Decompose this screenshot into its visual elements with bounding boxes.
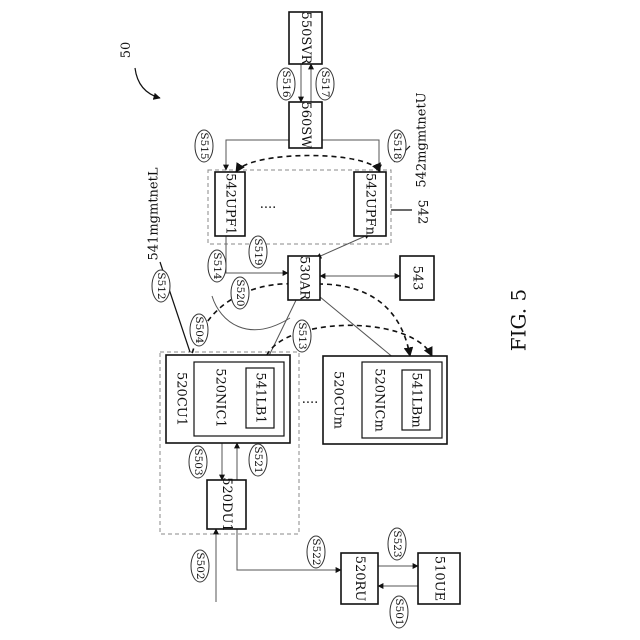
sig-s504-label: S504 (193, 316, 205, 344)
cum-label: 520CUm (331, 371, 346, 429)
sig-s518-label: S518 (391, 132, 403, 159)
sig-s502: S502 (191, 550, 209, 582)
figure-ref-label: 50 (119, 42, 134, 59)
sig-s516-label: S516 (280, 70, 292, 98)
cu-ellipsis: .... (302, 392, 319, 407)
figure-ref-arrow (135, 68, 160, 98)
sig-s519-label: S519 (252, 238, 264, 265)
figure-caption: FIG. 5 (507, 289, 531, 351)
sig-s502-label: S502 (194, 552, 206, 579)
ue-label: 510UE (432, 556, 447, 601)
sig-s521-label: S521 (252, 446, 264, 473)
sig-s512: S512 (152, 270, 170, 302)
sig-s503-label: S503 (192, 448, 204, 475)
sig-s515-label: S515 (198, 132, 210, 159)
sig-s522-label: S522 (310, 538, 322, 565)
sig-s503: S503 (189, 446, 207, 478)
sig-s513: S513 (293, 320, 311, 352)
upf1-label: 542UPF1 (223, 173, 238, 235)
sig-s523-label: S523 (391, 530, 403, 557)
sig-s520: S520 (231, 277, 249, 309)
upf-ellipsis: .... (260, 197, 277, 212)
sig-s514-label: S514 (211, 252, 223, 280)
nicm-label: 520NICm (372, 368, 387, 432)
sig-s522: S522 (307, 536, 325, 568)
sig-s504: S504 (190, 314, 208, 346)
sig-s501: S501 (390, 596, 408, 628)
sig-s516: S516 (277, 68, 295, 100)
ar-label: 530AR (297, 256, 312, 301)
sw-label: 560SW (298, 101, 313, 149)
sig-s523: S523 (388, 528, 406, 560)
sig-s521: S521 (249, 444, 267, 476)
nic1-label: 520NIC1 (213, 368, 228, 428)
upfn-label: 542UPFn (363, 173, 378, 236)
sig-s513-label: S513 (296, 322, 308, 349)
mgmt-net-l-label: 541mgmtnetL (147, 167, 162, 260)
sig-s501-label: S501 (393, 598, 405, 625)
sig-s519: S519 (249, 236, 267, 268)
sig-s520-label: S520 (234, 279, 246, 306)
sig-s512-label: S512 (155, 272, 167, 299)
cu1-label: 520CU1 (174, 372, 189, 426)
sig-s517: S517 (316, 68, 334, 100)
du1-label: 520DU1 (219, 477, 234, 531)
lb1-label: 541LB1 (253, 372, 268, 423)
svr-label: 550SVR (298, 12, 313, 66)
sig-s518: S518 (388, 130, 406, 162)
mgmt-net-u-label: 542mgmtnetU (415, 92, 430, 187)
sig-s514: S514 (208, 250, 226, 282)
ru-label: 520RU (352, 556, 367, 602)
sig-s515: S515 (195, 130, 213, 162)
upf-group-ref: 542 (415, 200, 430, 225)
lbm-label: 541LBm (409, 372, 424, 427)
sig-s517-label: S517 (319, 70, 331, 97)
node-543-label: 543 (410, 266, 425, 291)
